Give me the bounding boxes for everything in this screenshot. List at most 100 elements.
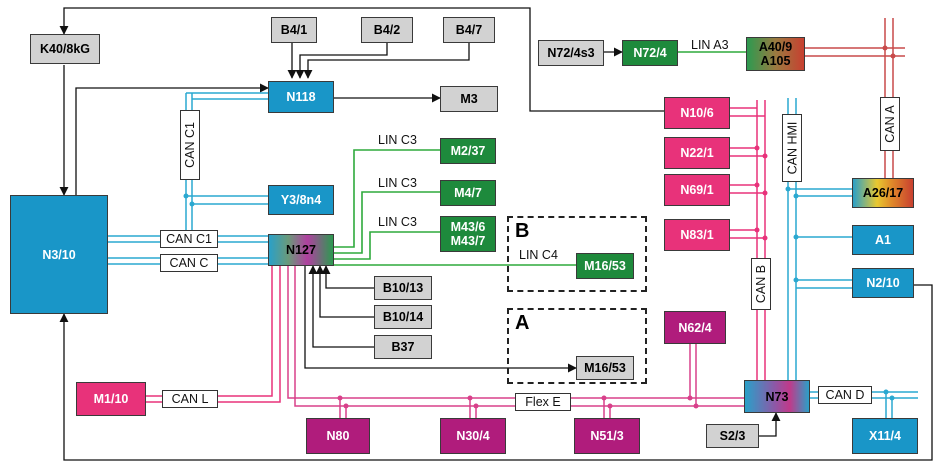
node-label: M3 (460, 92, 478, 106)
node-label: Y3/8n4 (280, 193, 322, 207)
node-s2-3[interactable]: S2/3 (706, 424, 759, 448)
node-label-line2: A105 (760, 54, 791, 68)
node-n83-1[interactable]: N83/1 (664, 219, 730, 251)
node-n127[interactable]: N127 (268, 234, 334, 266)
node-b4-1[interactable]: B4/1 (271, 17, 317, 43)
node-label: N127 (286, 243, 316, 257)
node-label: N72/4 (633, 46, 667, 60)
bus-label-lin-c3-a: LIN C3 (378, 133, 417, 147)
node-label: N10/6 (680, 106, 714, 120)
node-m16-53-b[interactable]: M16/53 (576, 253, 634, 279)
node-m16-53-a[interactable]: M16/53 (576, 356, 634, 380)
node-label-line2: M43/7 (450, 234, 486, 248)
node-label: B10/14 (382, 310, 424, 324)
wire-n127-to-m16a (304, 266, 577, 373)
bus-label-can-hmi: CAN HMI (782, 114, 802, 182)
node-m3[interactable]: M3 (440, 86, 498, 112)
node-k40-8kg[interactable]: K40/8kG (30, 34, 100, 64)
node-label: B10/13 (382, 281, 424, 295)
node-label: A1 (875, 233, 891, 247)
bus-label-can-b: CAN B (751, 258, 771, 310)
node-n3-10[interactable]: N3/10 (10, 195, 108, 314)
node-n62-4[interactable]: N62/4 (664, 311, 726, 344)
node-label-line1: A40/9 (758, 40, 793, 54)
node-m1-10[interactable]: M1/10 (76, 382, 146, 416)
bus-label-flex-e: Flex E (515, 393, 571, 411)
node-label: A26/17 (862, 186, 904, 200)
node-label: N3/10 (42, 247, 76, 262)
node-n51-3[interactable]: N51/3 (574, 418, 640, 454)
node-label: B4/7 (455, 23, 483, 37)
node-n69-1[interactable]: N69/1 (664, 174, 730, 206)
wire-b1013-to-n127 (321, 265, 374, 289)
wire-n10-to-k40 (59, 7, 664, 112)
node-n72-4s3[interactable]: N72/4s3 (538, 40, 604, 66)
node-label: N83/1 (680, 228, 714, 242)
bus-label-lin-c3-c: LIN C3 (378, 215, 417, 229)
node-n80[interactable]: N80 (306, 418, 370, 454)
bus-label-can-c1: CAN C1 (160, 230, 218, 248)
node-label: N62/4 (678, 320, 712, 335)
node-n10-6[interactable]: N10/6 (664, 97, 730, 129)
wire-b37-to-n127 (308, 265, 374, 348)
node-b4-2[interactable]: B4/2 (361, 17, 413, 43)
node-label: N118 (286, 90, 316, 104)
node-label: N22/1 (680, 146, 714, 160)
node-label: S2/3 (719, 429, 746, 443)
node-label: B37 (391, 340, 415, 354)
node-m2-37[interactable]: M2/37 (440, 138, 496, 164)
node-n72-4[interactable]: N72/4 (622, 40, 678, 66)
node-m4-7[interactable]: M4/7 (440, 180, 496, 206)
bus-label-can-c: CAN C (160, 254, 218, 272)
node-b10-13[interactable]: B10/13 (374, 276, 432, 300)
node-label-line1: M43/6 (450, 220, 486, 234)
node-label: N73 (765, 389, 789, 404)
wire-n210-to-n3 (59, 284, 933, 461)
node-a26-17[interactable]: A26/17 (852, 178, 914, 208)
node-label: N80 (326, 429, 350, 443)
wire-n3-to-n118 (75, 83, 269, 195)
node-n2-10[interactable]: N2/10 (852, 268, 914, 298)
region-a (507, 308, 647, 384)
node-label: M16/53 (584, 259, 626, 273)
region-b-label: B (515, 220, 530, 242)
node-x11-4[interactable]: X11/4 (852, 418, 918, 454)
bus-label-lin-a3: LIN A3 (691, 38, 729, 52)
region-a-label: A (515, 312, 530, 334)
bus-label-can-a: CAN A (880, 97, 900, 151)
node-a1[interactable]: A1 (852, 225, 914, 255)
node-b10-14[interactable]: B10/14 (374, 305, 432, 329)
region-b (507, 216, 647, 292)
node-b37[interactable]: B37 (374, 335, 432, 359)
node-n22-1[interactable]: N22/1 (664, 137, 730, 169)
bus-label-lin-c4: LIN C4 (519, 248, 558, 262)
bus-label-lin-c3-b: LIN C3 (378, 176, 417, 190)
node-n73[interactable]: N73 (744, 380, 810, 413)
node-label: B4/2 (373, 23, 401, 37)
node-label: N30/4 (456, 429, 490, 443)
node-label: X11/4 (869, 429, 901, 443)
wire-s23-to-n73 (759, 412, 781, 437)
node-label: N51/3 (590, 429, 624, 443)
node-b4-7[interactable]: B4/7 (443, 17, 495, 43)
bus-label-can-l: CAN L (162, 390, 218, 408)
wire-b42-to-n118 (295, 43, 388, 79)
node-label: M2/37 (450, 144, 486, 158)
node-y3-8n4[interactable]: Y3/8n4 (268, 185, 334, 215)
node-label: N2/10 (866, 276, 900, 290)
wire-b47-to-n118 (303, 43, 470, 79)
node-label: N69/1 (680, 183, 714, 197)
node-n30-4[interactable]: N30/4 (440, 418, 506, 454)
node-label: N72/4s3 (547, 46, 595, 60)
node-label: B4/1 (280, 23, 308, 37)
wire-b1014-to-n127 (315, 265, 374, 318)
bus-label-can-d: CAN D (818, 386, 872, 404)
node-label: M4/7 (454, 186, 482, 200)
node-label: M1/10 (93, 392, 129, 406)
node-label: M16/53 (584, 361, 626, 375)
node-n118[interactable]: N118 (268, 81, 334, 113)
bus-label-can-c1-vertical: CAN C1 (180, 110, 200, 180)
node-label: K40/8kG (39, 42, 91, 56)
